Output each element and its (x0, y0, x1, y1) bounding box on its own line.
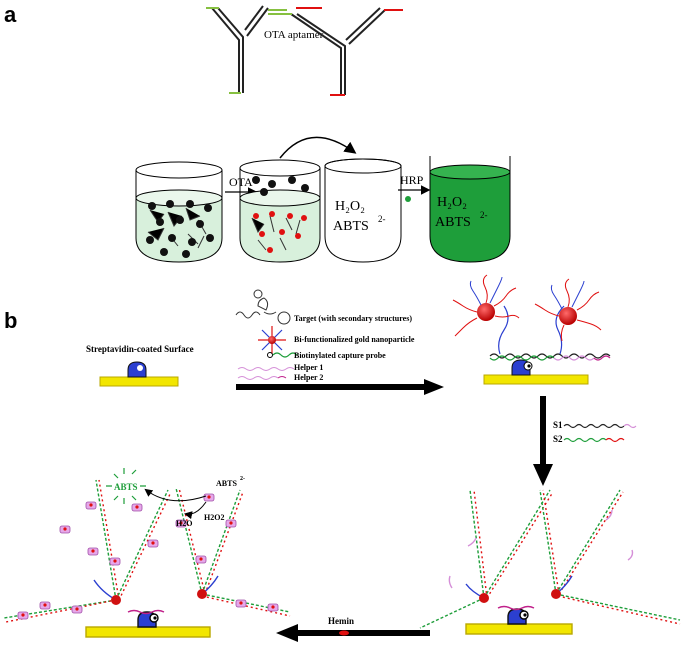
hemin-label: Hemin (328, 616, 354, 626)
s2-strand (563, 437, 607, 443)
legend-helper1-icon (237, 367, 295, 371)
network-bottom-right (419, 489, 681, 635)
streptavidin-pocket-1 (137, 365, 143, 371)
panel-a-letter: a (4, 2, 17, 27)
step1-arrow-shaft (236, 384, 426, 390)
assembly-top-right (452, 274, 611, 385)
legend-gnp-icon (258, 326, 286, 354)
aptamer-y-1 (206, 5, 287, 94)
surface-label: Streptavidin-coated Surface (86, 344, 194, 354)
tube-1 (135, 161, 223, 263)
legend-target: Target (with secondary structures) (294, 314, 412, 323)
abts-product: ABTS (114, 482, 138, 492)
tube4-h2o2: H₂O₂ (437, 195, 467, 210)
h2o-label: H2O (176, 519, 192, 528)
hemin-icon (339, 630, 349, 636)
tube-4 (429, 156, 511, 263)
streptavidin-1 (127, 361, 147, 378)
step2-arrow-head (533, 464, 553, 486)
panel-b-letter: b (4, 308, 17, 333)
hemin-dots (21, 495, 275, 617)
aptamer-label: OTA aptamer (264, 29, 324, 41)
ota-label: OTA (229, 175, 253, 189)
legend-capture: Biotinylated capture probe (294, 351, 386, 360)
tube3-h2o2: H₂O₂ (335, 199, 365, 214)
legend-helper1: Helper 1 (294, 363, 323, 372)
tube4-abts-charge: 2- (480, 210, 488, 220)
legend-gnp: Bi-functionalized gold nanoparticle (294, 335, 415, 344)
transfer-arrow (279, 136, 357, 159)
abts-oxidation-arrow (144, 488, 207, 502)
legend-target-icon (235, 289, 277, 319)
aptamer-y-2 (268, 7, 403, 96)
tube4-abts: ABTS (435, 215, 471, 230)
tube-3 (324, 158, 402, 263)
hrp-label: HRP (400, 173, 424, 187)
step2-arrow-shaft (540, 396, 546, 466)
step1-arrow-head (424, 379, 444, 395)
target-loop (277, 311, 291, 325)
s1-strand (563, 423, 625, 429)
legend-helper2-icon (237, 376, 279, 380)
network-bottom-left (3, 479, 291, 638)
tube-2 (239, 159, 321, 263)
step3-arrow-shaft (296, 630, 430, 636)
hrp-dot (405, 196, 411, 202)
s1-label: S1 (553, 420, 563, 430)
legend-capture-icon (267, 352, 298, 358)
s2-label: S2 (553, 434, 563, 444)
h2o2-label: H2O2 (204, 513, 224, 522)
h2o2-reduction-arrow (184, 501, 207, 520)
tube3-abts: ABTS (333, 219, 369, 234)
abts-reactant: ABTS (216, 479, 237, 488)
step3-arrow-head (276, 624, 298, 642)
tube3-abts-charge: 2- (378, 214, 386, 224)
legend-helper2: Helper 2 (294, 373, 323, 382)
g-quadruplex-markers (17, 493, 279, 620)
abts-product-burst (106, 468, 146, 504)
gold-surface-1 (99, 376, 179, 387)
abts-reactant-charge: 2- (240, 476, 245, 482)
